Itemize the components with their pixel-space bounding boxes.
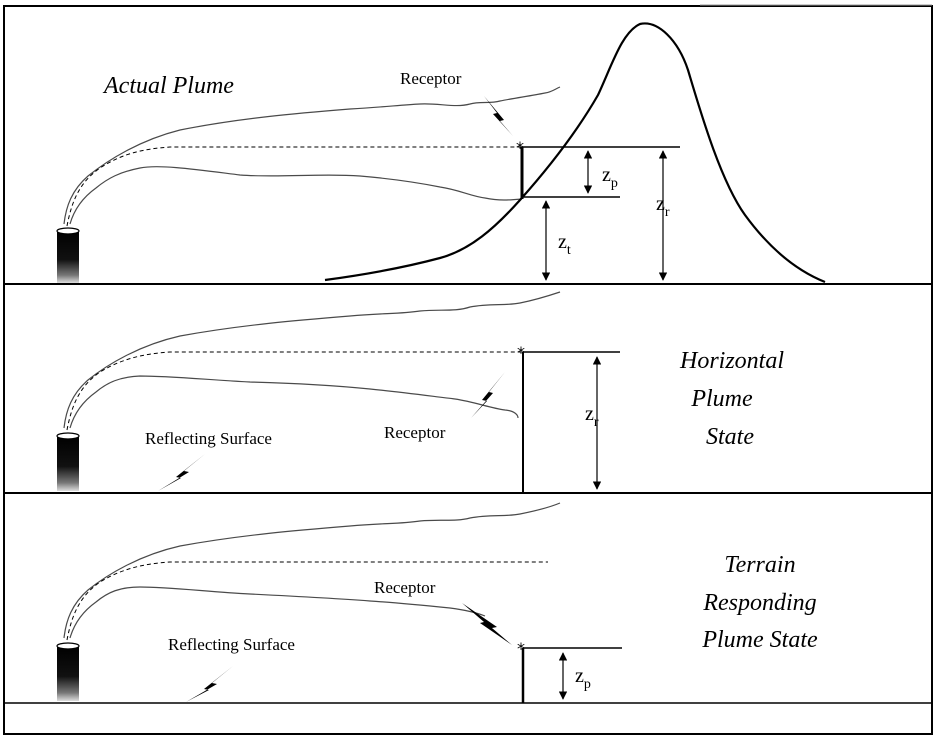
plume-upper-edge xyxy=(63,86,561,225)
plume-upper-edge xyxy=(63,291,561,429)
panel-title: Horizontal Plume State xyxy=(679,348,790,450)
panel-actual-plume: Actual Plume * Receptor zp zr zt xyxy=(56,22,826,284)
panel-title: Actual Plume xyxy=(102,73,234,99)
terrain-hill xyxy=(324,22,826,284)
diagram-frame xyxy=(3,5,933,735)
panel-horizontal-plume: Horizontal Plume State * Receptor Reflec… xyxy=(56,291,790,493)
panel-terrain-responding-plume: Terrain Responding Plume State * Recepto… xyxy=(56,502,822,703)
stack xyxy=(56,642,80,701)
receptor-bolt-icon xyxy=(462,603,512,645)
receptor-marker: * xyxy=(517,343,525,362)
reflecting-surface-bolt-icon xyxy=(186,666,233,702)
plume-centerline xyxy=(66,351,522,431)
zr-label: zr xyxy=(585,403,599,430)
zr-label: zr xyxy=(656,193,670,220)
plume-lower-edge xyxy=(69,375,519,429)
receptor-marker: * xyxy=(517,639,525,658)
plume-upper-edge xyxy=(63,502,561,639)
receptor-label: Receptor xyxy=(400,69,462,88)
receptor-marker: * xyxy=(516,138,524,157)
receptor-bolt-icon xyxy=(484,96,513,136)
stack xyxy=(56,432,80,491)
receptor-bolt-icon xyxy=(471,372,505,418)
reflecting-surface-label: Reflecting Surface xyxy=(145,429,272,448)
zt-label: zt xyxy=(558,231,571,258)
panel-title: Terrain Responding Plume State xyxy=(701,552,822,653)
zp-label: zp xyxy=(575,665,591,692)
plume-centerline xyxy=(66,561,548,641)
plume-centerline xyxy=(66,146,522,227)
reflecting-surface-bolt-icon xyxy=(158,454,205,491)
receptor-label: Receptor xyxy=(374,578,436,597)
reflecting-surface-label: Reflecting Surface xyxy=(168,635,295,654)
zp-label: zp xyxy=(602,164,618,191)
plume-lower-edge xyxy=(69,166,523,225)
receptor-label: Receptor xyxy=(384,423,446,442)
plume-lower-edge xyxy=(69,586,486,639)
stack xyxy=(56,227,80,283)
